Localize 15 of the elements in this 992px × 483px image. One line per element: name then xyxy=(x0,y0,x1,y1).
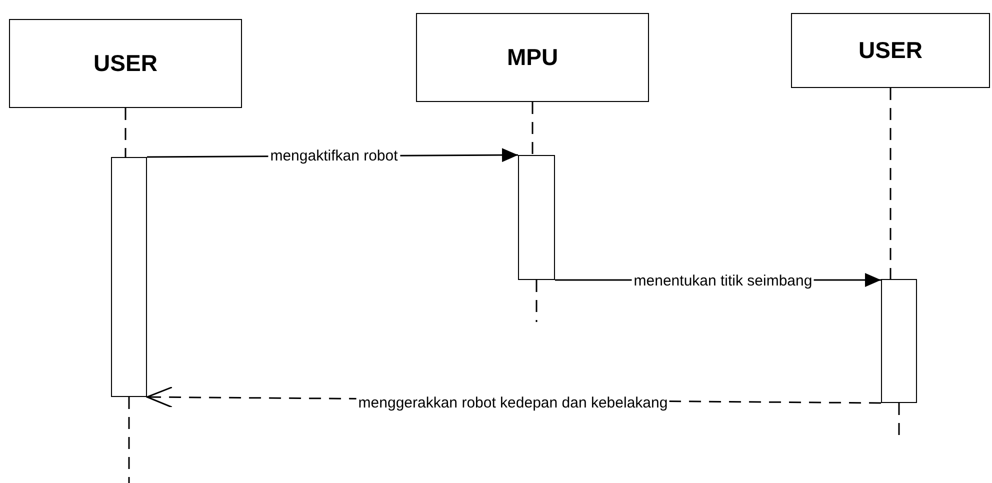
lifeline-header-box xyxy=(416,13,649,102)
edge-label: menentukan titik seimbang xyxy=(632,272,814,290)
lifeline xyxy=(532,102,534,155)
edge-label: menggerakkan robot kedepan dan kebelakang xyxy=(356,394,670,412)
participant-name: USER xyxy=(858,37,922,64)
lifeline-header-box xyxy=(791,13,990,88)
activation-bar xyxy=(881,279,917,403)
participant-name: USER xyxy=(94,50,158,77)
activation-bar xyxy=(111,157,147,397)
lifeline xyxy=(890,88,892,279)
activation-bar xyxy=(518,155,555,280)
participant-name: MPU xyxy=(506,44,558,71)
edge-label: mengaktifkan robot xyxy=(268,148,400,164)
lifeline xyxy=(124,108,126,157)
lifeline-header-box xyxy=(9,19,242,108)
